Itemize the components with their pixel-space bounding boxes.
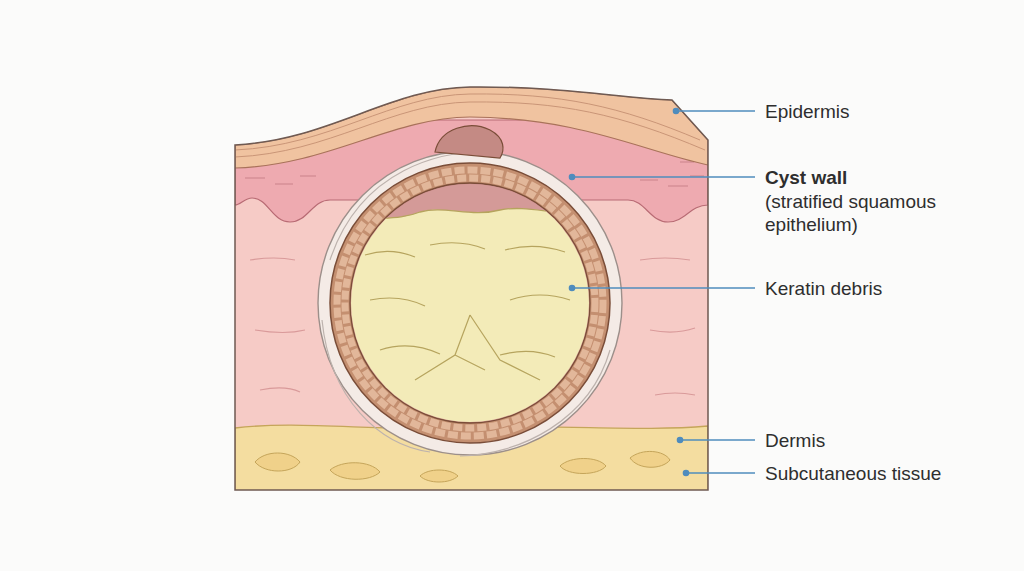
- part-label: Epidermis: [765, 100, 1005, 123]
- part-label: Subcutaneous tissue: [765, 462, 1015, 485]
- leader-lines: [569, 108, 755, 475]
- part-label: (stratified squamous epithelium): [765, 190, 980, 236]
- part-label: Keratin debris: [765, 277, 1005, 300]
- part-label: Dermis: [765, 429, 1005, 452]
- cyst: [318, 126, 622, 456]
- skin-block: [235, 80, 708, 500]
- part-label: Cyst wall: [765, 166, 1005, 189]
